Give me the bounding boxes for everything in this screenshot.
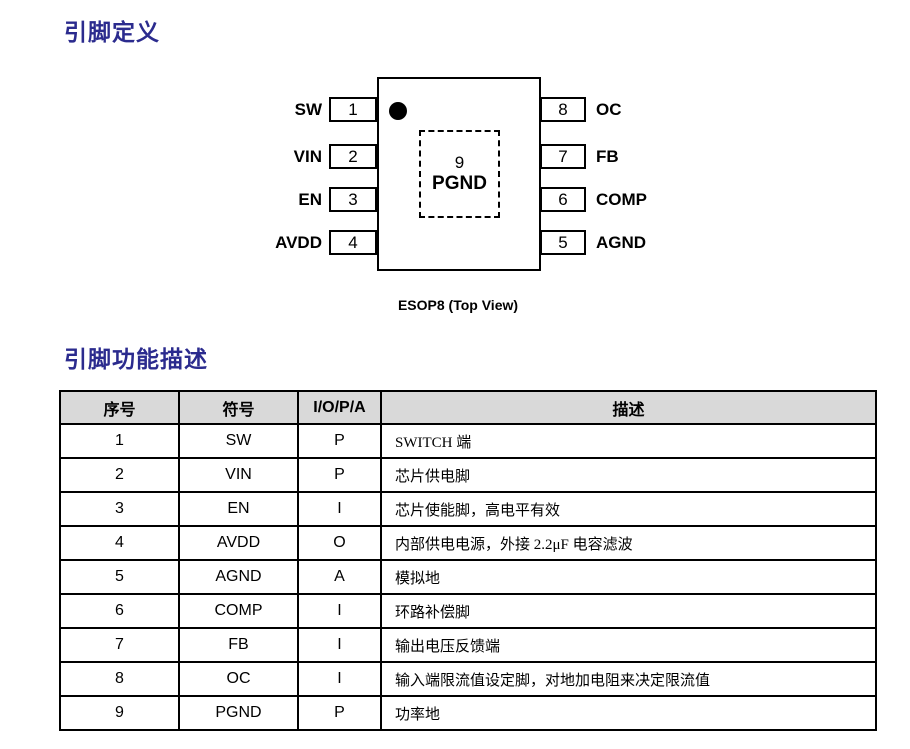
cell-symbol: EN (178, 491, 299, 527)
cell-desc: 内部供电电源，外接 2.2μF 电容滤波 (380, 525, 877, 561)
table-row: 3 EN I 芯片使能脚，高电平有效 (59, 491, 877, 527)
cell-symbol: SW (178, 423, 299, 459)
pin-label-en: EN (298, 190, 322, 209)
cell-symbol: OC (178, 661, 299, 697)
thermal-pad-number: 9 (454, 153, 465, 172)
pin-label-agnd: AGND (596, 233, 647, 252)
cell-io: I (297, 661, 382, 697)
pin-label-comp: COMP (596, 190, 647, 209)
thermal-pad-name: PGND (432, 173, 487, 194)
cell-no: 2 (59, 457, 180, 493)
cell-desc: 模拟地 (380, 559, 877, 595)
pin-label-vin: VIN (293, 147, 322, 166)
pin-function-table: 序号 符号 I/O/P/A 描述 1 SW P SWITCH 端 2 VIN P… (59, 390, 877, 731)
cell-io: I (297, 593, 382, 629)
pin-label-oc: OC (596, 100, 622, 119)
cell-io: I (297, 491, 382, 527)
table-row: 8 OC I 输入端限流值设定脚，对地加电阻来决定限流值 (59, 661, 877, 697)
cell-no: 4 (59, 525, 180, 561)
cell-no: 5 (59, 559, 180, 595)
table-row: 4 AVDD O 内部供电电源，外接 2.2μF 电容滤波 (59, 525, 877, 561)
cell-no: 1 (59, 423, 180, 459)
table-row: 6 COMP I 环路补偿脚 (59, 593, 877, 629)
cell-desc: 输出电压反馈端 (380, 627, 877, 663)
section-title-pin-definition: 引脚定义 (64, 19, 160, 45)
header-desc: 描述 (380, 390, 877, 425)
cell-desc: 功率地 (380, 695, 877, 731)
cell-io: A (297, 559, 382, 595)
thermal-pad-box: 9 PGND (419, 130, 500, 218)
cell-desc: 芯片供电脚 (380, 457, 877, 493)
cell-no: 6 (59, 593, 180, 629)
pin-label-sw: SW (294, 100, 322, 119)
header-symbol: 符号 (178, 390, 299, 425)
pin-label-fb: FB (596, 147, 619, 166)
chip-package-diagram: 9 PGND SW 1 VIN 2 EN 3 AVDD 4 8 OC 7 FB … (0, 0, 910, 330)
cell-no: 8 (59, 661, 180, 697)
cell-io: O (297, 525, 382, 561)
pin-label-avdd: AVDD (275, 233, 322, 252)
cell-io: P (297, 423, 382, 459)
header-no: 序号 (59, 390, 180, 425)
table-row: 9 PGND P 功率地 (59, 695, 877, 731)
table-row: 2 VIN P 芯片供电脚 (59, 457, 877, 493)
cell-io: I (297, 627, 382, 663)
header-io: I/O/P/A (297, 390, 382, 425)
table-row: 7 FB I 输出电压反馈端 (59, 627, 877, 663)
cell-desc: 芯片使能脚，高电平有效 (380, 491, 877, 527)
package-caption: ESOP8 (Top View) (397, 297, 519, 313)
pin-number-box-3: 3 (329, 187, 377, 212)
pin1-marker-dot (389, 102, 407, 120)
cell-symbol: AVDD (178, 525, 299, 561)
pin-number-box-5: 5 (540, 230, 586, 255)
pin-number-box-7: 7 (540, 144, 586, 169)
cell-no: 3 (59, 491, 180, 527)
cell-desc: SWITCH 端 (380, 423, 877, 459)
section-title-pin-function: 引脚功能描述 (64, 346, 208, 372)
table-row: 5 AGND A 模拟地 (59, 559, 877, 595)
cell-no: 9 (59, 695, 180, 731)
pin-number-box-4: 4 (329, 230, 377, 255)
cell-no: 7 (59, 627, 180, 663)
cell-symbol: AGND (178, 559, 299, 595)
table-header-row: 序号 符号 I/O/P/A 描述 (59, 390, 877, 425)
cell-desc: 输入端限流值设定脚，对地加电阻来决定限流值 (380, 661, 877, 697)
cell-symbol: PGND (178, 695, 299, 731)
cell-symbol: FB (178, 627, 299, 663)
pin-number-box-6: 6 (540, 187, 586, 212)
cell-symbol: COMP (178, 593, 299, 629)
cell-io: P (297, 457, 382, 493)
cell-desc: 环路补偿脚 (380, 593, 877, 629)
table-row: 1 SW P SWITCH 端 (59, 423, 877, 459)
cell-symbol: VIN (178, 457, 299, 493)
pin-number-box-1: 1 (329, 97, 377, 122)
pin-number-box-2: 2 (329, 144, 377, 169)
cell-io: P (297, 695, 382, 731)
pin-number-box-8: 8 (540, 97, 586, 122)
